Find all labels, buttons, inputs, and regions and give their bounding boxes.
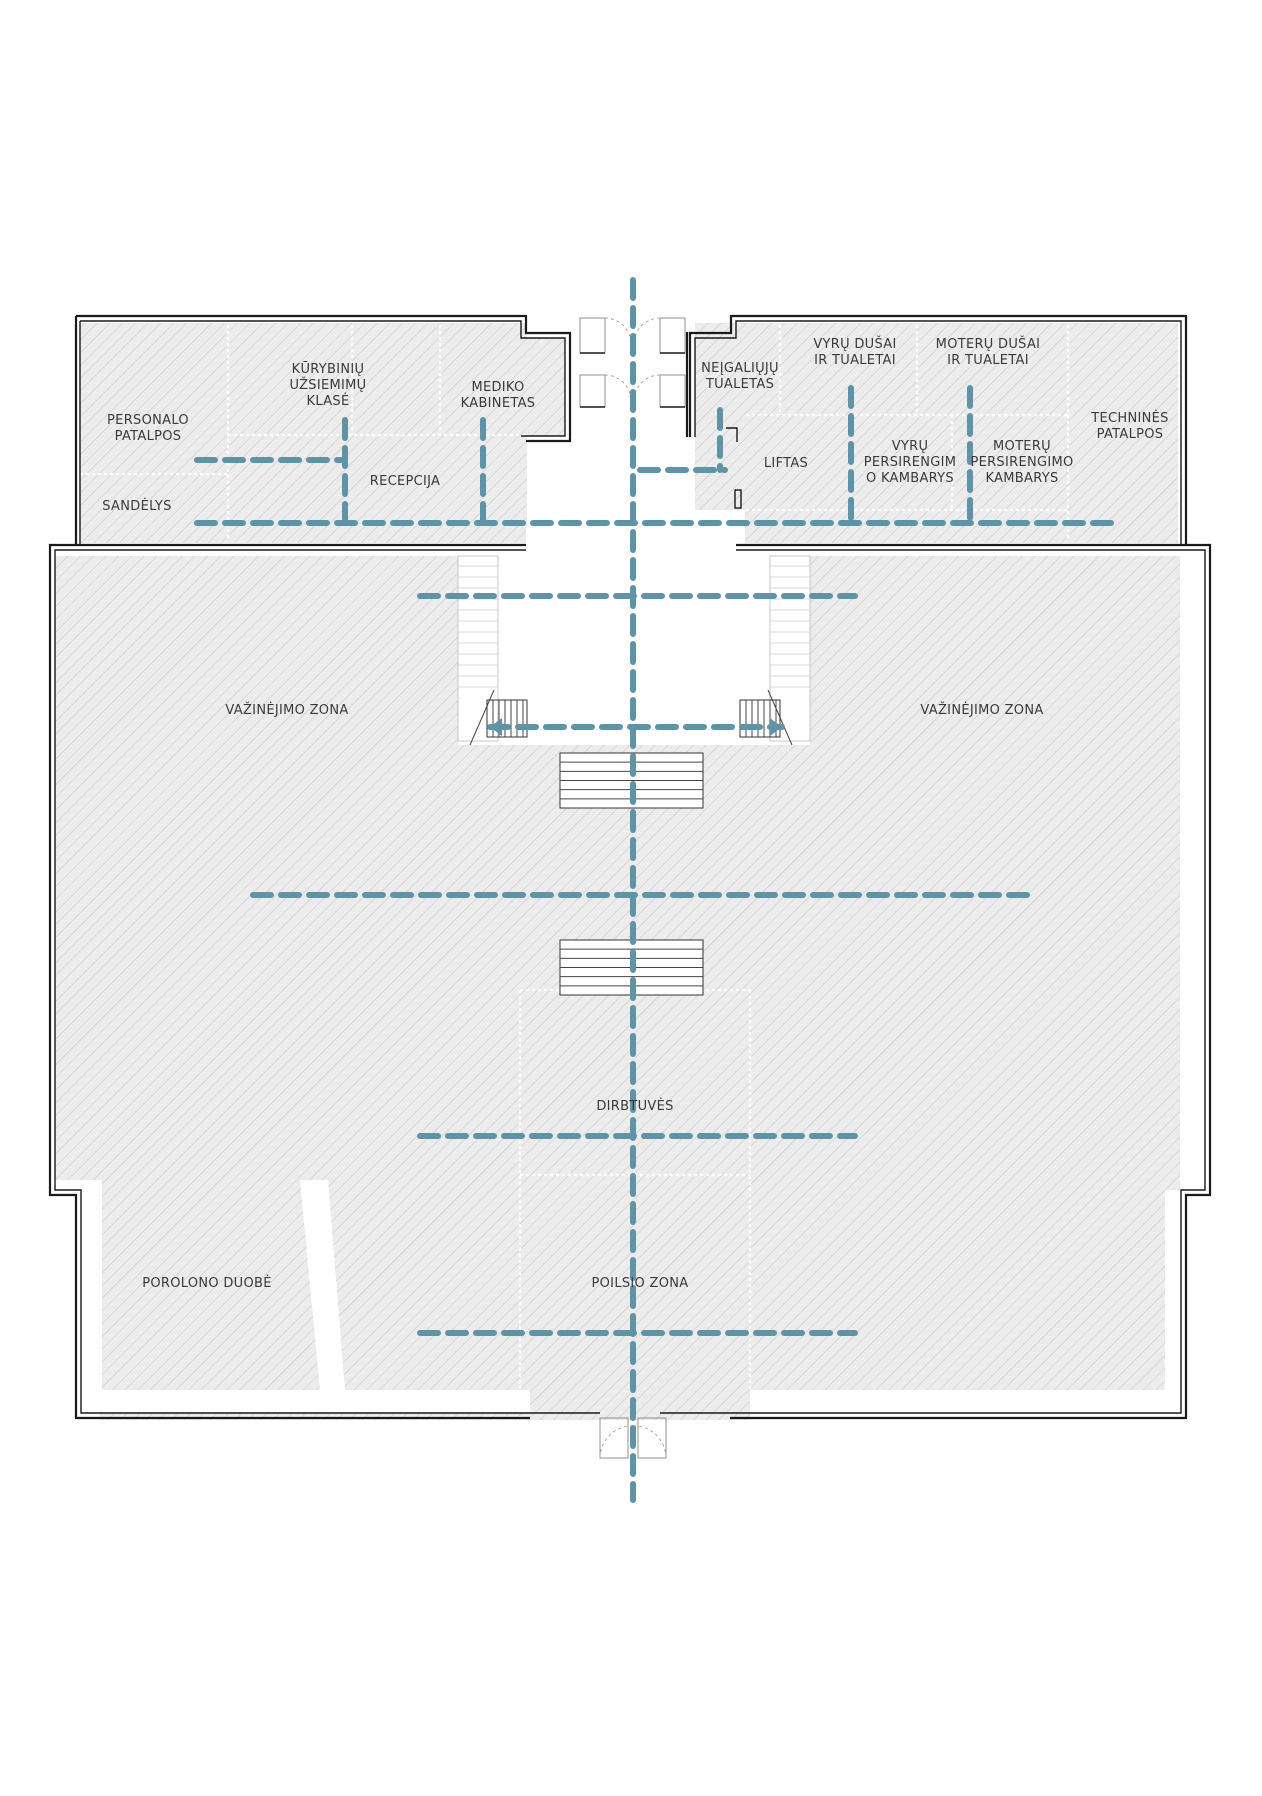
label-recepcija: RECEPCIJA xyxy=(370,474,441,489)
arrow-stair-right xyxy=(770,718,782,736)
label-vazinejimo-left: VAŽINĖJIMO ZONA xyxy=(225,702,348,718)
stair-left xyxy=(457,555,528,746)
room-labels: PERSONALO PATALPOS KŪRYBINIŲ UŽSIEMIMŲ K… xyxy=(102,336,1168,1291)
label-moteru-pers-1: MOTERŲ xyxy=(993,439,1051,454)
label-mediko-2: KABINETAS xyxy=(461,396,536,411)
label-kurybiniu-2: UŽSIEMIMŲ xyxy=(290,377,367,393)
label-vyru-pers-1: VYRŲ xyxy=(892,439,929,454)
zone-hall-right xyxy=(625,556,1180,1420)
label-moteru-dusai-2: IR TUALETAI xyxy=(947,353,1029,368)
zone-hall-left xyxy=(55,556,560,1420)
path-arrows xyxy=(490,718,782,736)
label-moteru-dusai-1: MOTERŲ DUŠAI xyxy=(936,336,1041,352)
label-moteru-pers-3: KAMBARYS xyxy=(985,471,1058,486)
circulation-paths xyxy=(194,277,1115,1503)
label-personalo-1: PERSONALO xyxy=(107,413,189,428)
label-kurybiniu-3: KLASĖ xyxy=(307,393,350,409)
label-dirbtuves: DIRBTUVĖS xyxy=(596,1098,673,1114)
walls xyxy=(48,314,1212,1420)
label-liftas: LIFTAS xyxy=(764,456,808,471)
label-vyru-pers-3: O KAMBARYS xyxy=(866,471,954,486)
label-vyru-dusai-2: IR TUALETAI xyxy=(814,353,896,368)
label-technines-2: PATALPOS xyxy=(1097,427,1164,442)
label-kurybiniu-1: KŪRYBINIŲ xyxy=(292,362,365,377)
stair-right xyxy=(739,555,811,746)
label-mediko-1: MEDIKO xyxy=(471,380,524,395)
label-vyru-pers-2: PERSIRENGIM xyxy=(864,455,957,470)
label-sandelys: SANDĖLYS xyxy=(102,498,171,514)
label-neigaliuju-2: TUALETAS xyxy=(705,377,774,392)
label-neigaliuju-1: NEĮGALIŲJŲ xyxy=(701,361,779,376)
partitions xyxy=(80,325,1070,1420)
label-porolono: POROLONO DUOBĖ xyxy=(142,1275,272,1291)
label-vyru-dusai-1: VYRŲ DUŠAI xyxy=(813,336,896,352)
label-poilsio: POILSIO ZONA xyxy=(592,1276,689,1291)
label-moteru-pers-2: PERSIRENGIMO xyxy=(970,455,1073,470)
zone-top-left xyxy=(80,323,565,543)
label-technines-1: TECHNINĖS xyxy=(1090,410,1168,426)
zone-top-right xyxy=(695,323,1178,543)
arrow-stair-left xyxy=(490,718,502,736)
hatched-floor xyxy=(55,323,1180,1420)
label-personalo-2: PATALPOS xyxy=(115,429,182,444)
label-vazinejimo-right: VAŽINĖJIMO ZONA xyxy=(920,702,1043,718)
